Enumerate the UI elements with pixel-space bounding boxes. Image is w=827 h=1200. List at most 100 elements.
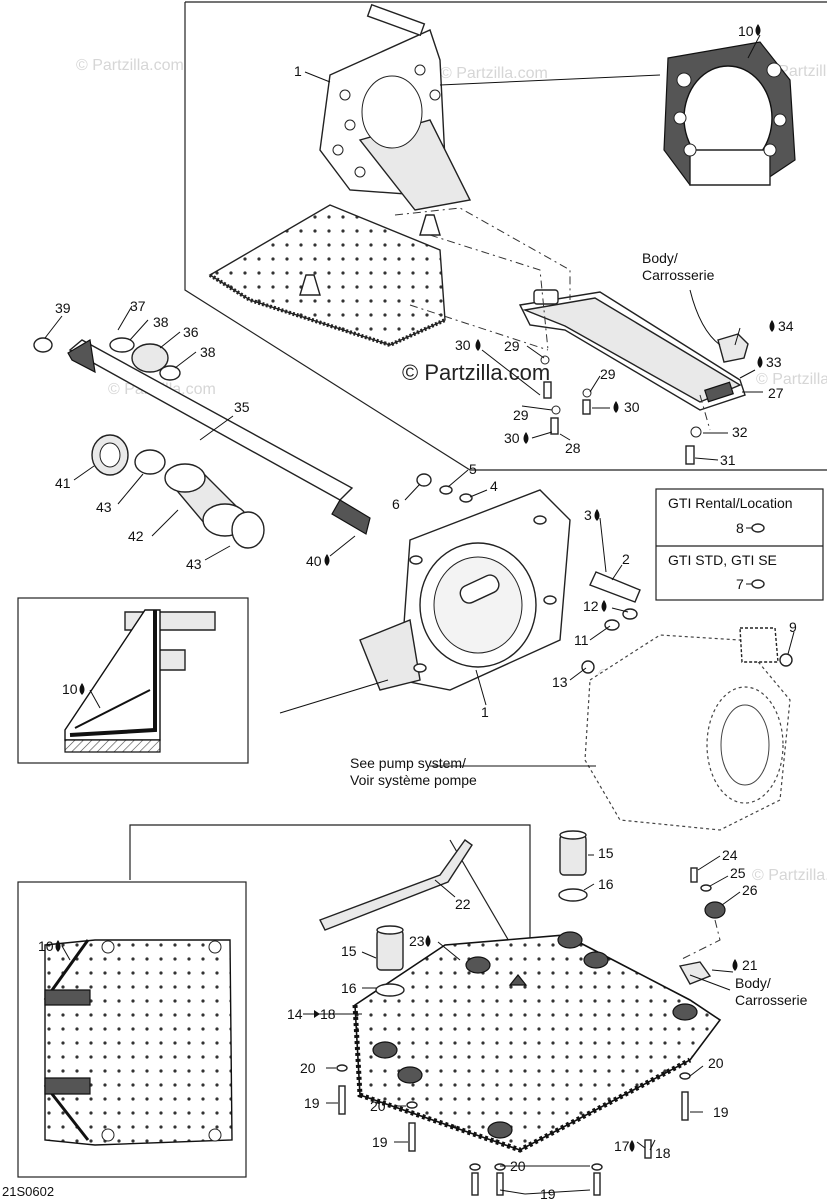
leader-dash: [699, 394, 711, 431]
fittings-15-16: [375, 830, 588, 997]
leader-dash: [429, 234, 549, 351]
callout-29: 29: [504, 338, 520, 354]
callout-34: 34: [778, 318, 794, 334]
callout-6: 6: [392, 496, 400, 512]
callout-40: 40: [306, 553, 322, 569]
part-22-strap: [319, 839, 473, 931]
callout-32: 32: [732, 424, 748, 440]
callout-18: 18: [320, 1006, 336, 1022]
callout-36: 36: [183, 324, 199, 340]
callout-19: 19: [304, 1095, 320, 1111]
watermark-text: © Partzilla.com: [756, 371, 827, 388]
callout-38: 38: [200, 344, 216, 360]
body-note-bottom: Body/: [735, 975, 771, 991]
drop-icon: [324, 554, 330, 566]
callout-16: 16: [341, 980, 357, 996]
pump-housing-ghost: [584, 634, 791, 831]
callout-30: 30: [455, 337, 471, 353]
watermark-text: © Partzilla.com: [440, 65, 548, 82]
callout-2: 2: [622, 551, 630, 567]
drop-icon: [769, 320, 775, 332]
callout-5: 5: [469, 461, 477, 477]
leader-dash: [409, 304, 549, 351]
callout-19: 19: [372, 1134, 388, 1150]
top-mounting-plate: [208, 204, 446, 348]
notes: Body/ Carrosserie Body/ Carrosserie See …: [350, 250, 808, 1008]
callout-1: 1: [294, 63, 302, 79]
leader-lines: [44, 34, 795, 1195]
callout-35: 35: [234, 399, 250, 415]
callout-19: 19: [713, 1104, 729, 1120]
callout-24: 24: [722, 847, 738, 863]
callout-43: 43: [186, 556, 202, 572]
std-part-number: 7: [736, 576, 744, 592]
callout-37: 37: [130, 298, 146, 314]
arrow-icon: [303, 1010, 320, 1018]
hardware-4-5-6: [416, 473, 473, 503]
drop-icon: [601, 600, 607, 612]
callout-30: 30: [504, 430, 520, 446]
drop-icon: [523, 432, 529, 444]
part-10-detail-bottom: [17, 881, 247, 1178]
callout-19: 19: [540, 1186, 556, 1200]
callout-12: 12: [583, 598, 599, 614]
hardware-2-11-12-13: [581, 571, 641, 674]
std-label: GTI STD, GTI SE: [668, 552, 777, 568]
hardware-24-25-26: [679, 867, 726, 961]
pump-note: Voir système pompe: [350, 772, 477, 788]
callout-38: 38: [153, 314, 169, 330]
drop-icon: [629, 1140, 635, 1152]
part-1-bracket-top: [319, 3, 472, 211]
callout-30: 30: [624, 399, 640, 415]
callout-20: 20: [708, 1055, 724, 1071]
callout-29: 29: [600, 366, 616, 382]
hardware-9-plate: [739, 627, 793, 667]
drop-icon: [475, 339, 481, 351]
callout-23: 23: [409, 933, 425, 949]
callout-4: 4: [490, 478, 498, 494]
callout-20: 20: [370, 1098, 386, 1114]
callout-10: 10: [62, 681, 78, 697]
part-35-driveshaft: [33, 337, 371, 535]
callout-17: 17: [614, 1138, 630, 1154]
callout-20: 20: [300, 1060, 316, 1076]
drop-icon: [613, 401, 619, 413]
callout-15: 15: [341, 943, 357, 959]
callout-11: 11: [574, 632, 589, 648]
part-10-detail-left: [17, 597, 249, 764]
part-1-pump-support: [359, 489, 571, 691]
callout-14: 14: [287, 1006, 303, 1022]
callout-25: 25: [730, 865, 746, 881]
drop-icon: [425, 935, 431, 947]
shaft-seals: [91, 337, 265, 549]
drop-icon: [55, 940, 61, 952]
callout-16: 16: [598, 876, 614, 892]
hardware-29-30: [540, 355, 702, 465]
callout-22: 22: [455, 896, 471, 912]
callout-10: 10: [38, 938, 54, 954]
watermark-text: © Partzilla.com: [752, 867, 827, 884]
rental-part-number: 8: [736, 520, 744, 536]
part-34-body-piece: [717, 333, 749, 363]
body-note-bottom: Carrosserie: [735, 992, 808, 1008]
leader-dash: [394, 207, 571, 300]
callout-labels: 1 10 34 33 27 39 37 38 36 38 35 30 29 29…: [38, 23, 797, 1200]
body-note: Body/: [642, 250, 678, 266]
callout-15: 15: [598, 845, 614, 861]
callout-43: 43: [96, 499, 112, 515]
callout-42: 42: [128, 528, 144, 544]
callout-41: 41: [55, 475, 71, 491]
drop-icon: [594, 509, 600, 521]
callout-21: 21: [742, 957, 758, 973]
drop-icon: [732, 959, 738, 971]
callout-20: 20: [510, 1158, 526, 1174]
diagram-code: 21S0602: [2, 1184, 54, 1199]
callout-27: 27: [768, 385, 784, 401]
drop-icon: [79, 683, 85, 695]
drop-icon: [757, 356, 763, 368]
callout-9: 9: [789, 619, 797, 635]
bottom-plate: [352, 931, 722, 1153]
part-10-detail-top: [663, 41, 796, 186]
